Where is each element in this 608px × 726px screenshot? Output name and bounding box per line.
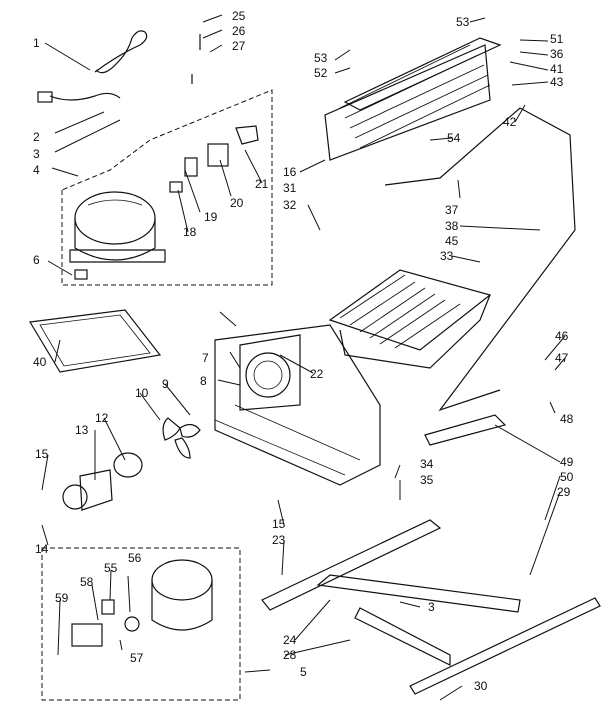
label-57: 57 [130, 651, 144, 665]
label-2: 2 [33, 130, 40, 144]
label-53b: 53 [456, 15, 470, 29]
label-33: 33 [440, 249, 454, 263]
label-35: 35 [420, 473, 434, 487]
relay-parts [169, 34, 259, 193]
label-10: 10 [135, 386, 149, 400]
label-58: 58 [80, 575, 94, 589]
power-cord [37, 30, 148, 103]
label-18: 18 [183, 225, 197, 239]
label-41: 41 [550, 62, 564, 76]
label-7: 7 [202, 351, 209, 365]
evaporator-coil [328, 269, 492, 369]
label-37: 37 [445, 203, 459, 217]
label-23: 23 [272, 533, 286, 547]
label-29: 29 [557, 485, 571, 499]
label-19: 19 [204, 210, 218, 224]
compressor [69, 191, 166, 280]
label-56: 56 [128, 551, 142, 565]
label-47: 47 [555, 351, 569, 365]
label-20: 20 [230, 196, 244, 210]
drain-pan [29, 309, 162, 373]
label-50: 50 [560, 470, 574, 484]
label-52: 52 [314, 66, 328, 80]
label-48: 48 [560, 412, 574, 426]
label-22: 22 [310, 367, 324, 381]
label-53a: 53 [314, 51, 328, 65]
label-30: 30 [474, 679, 488, 693]
label-28: 28 [283, 648, 297, 662]
label-31: 31 [283, 181, 297, 195]
label-5: 5 [300, 665, 307, 679]
label-40: 40 [33, 355, 47, 369]
label-49: 49 [560, 455, 574, 469]
label-6: 6 [33, 253, 40, 267]
label-24: 24 [283, 633, 297, 647]
compressor-group-outline [61, 89, 273, 286]
label-15b: 15 [272, 517, 286, 531]
label-9: 9 [162, 377, 169, 391]
label-4: 4 [33, 163, 40, 177]
label-51: 51 [550, 32, 564, 46]
condenser-fan [162, 417, 201, 459]
label-3: 3 [33, 147, 40, 161]
label-16: 16 [283, 165, 297, 179]
label-38: 38 [445, 219, 459, 233]
label-54: 54 [447, 131, 461, 145]
label-15a: 15 [35, 447, 49, 461]
label-27: 27 [232, 39, 246, 53]
label-59: 59 [55, 591, 69, 605]
label-3b: 3 [428, 600, 435, 614]
fan-motor [62, 452, 143, 511]
label-43: 43 [550, 75, 564, 89]
label-21: 21 [255, 177, 269, 191]
label-32: 32 [283, 198, 297, 212]
label-13: 13 [75, 423, 89, 437]
condenser-coil [324, 37, 576, 412]
label-34: 34 [420, 457, 434, 471]
frame [261, 414, 601, 695]
label-36: 36 [550, 47, 564, 61]
replacement-compressor [71, 559, 213, 647]
label-8: 8 [200, 374, 207, 388]
label-26: 26 [232, 24, 246, 38]
base-panel [214, 324, 381, 486]
label-55: 55 [104, 561, 118, 575]
label-14: 14 [35, 542, 49, 556]
label-46: 46 [555, 329, 569, 343]
label-42: 42 [503, 115, 517, 129]
replacement-compressor-group-outline [41, 547, 241, 701]
label-1: 1 [33, 36, 40, 50]
label-45: 45 [445, 234, 459, 248]
label-25: 25 [232, 9, 246, 23]
label-12: 12 [95, 411, 109, 425]
